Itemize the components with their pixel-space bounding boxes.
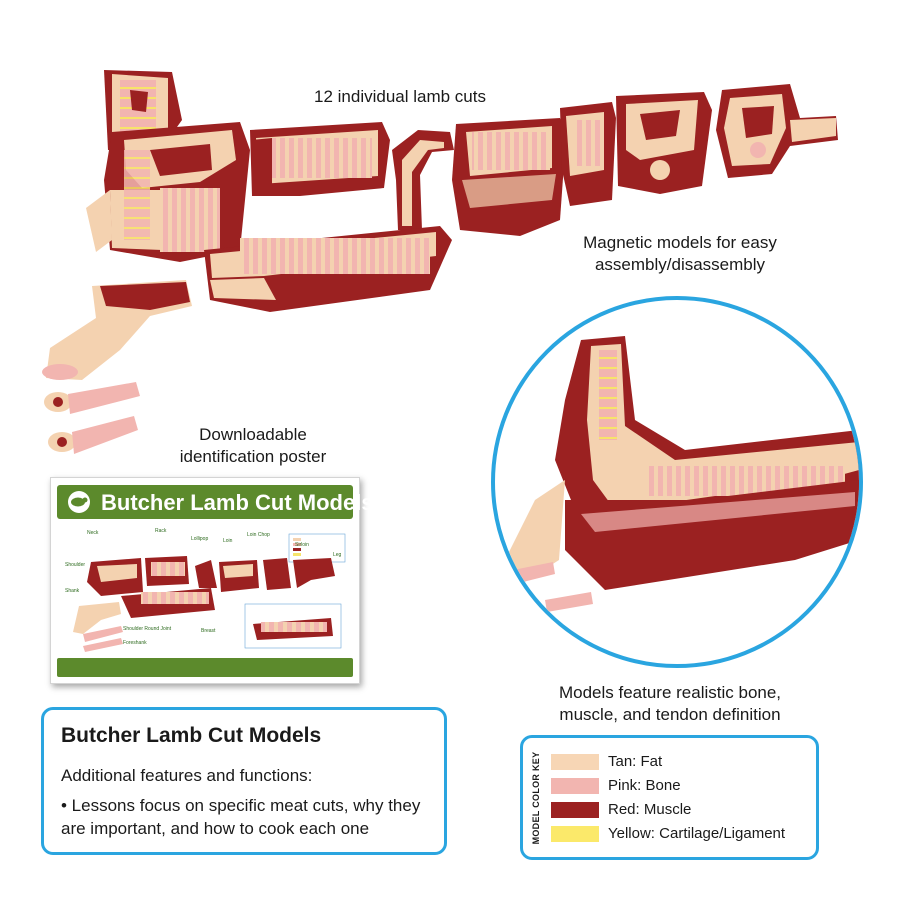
caption-realistic-1: Models feature realistic bone, [558,683,782,702]
sirloin-cut [616,92,712,194]
poster-label-lollipop: Lollipop [191,536,209,542]
poster-illustration [73,533,346,652]
caption-magnetic-1: Magnetic models for easy [583,233,777,252]
caption-poster-1: Downloadable [199,425,307,444]
poster-label-loin-chop: Loin Chop [247,532,270,538]
poster-label-sirloin: Sirloin [295,542,309,548]
legend-item-muscle: Red: Muscle [551,800,691,819]
breast-cut [204,226,452,312]
legend-swatch-fat [551,753,599,770]
features-box: Butcher Lamb Cut Models Additional featu… [41,707,447,855]
poster-label-shoulder: Shoulder [65,562,86,568]
neck-cut [104,70,182,150]
shank-cut [42,280,192,380]
legend-item-cartilage: Yellow: Cartilage/Ligament [551,824,785,843]
poster-label-rack: Rack [155,528,167,534]
caption-poster-2: identification poster [179,447,327,466]
shoulder-flap [86,190,112,252]
legend-item-fat: Tan: Fat [551,752,662,771]
poster-label-leg: Leg [333,552,342,558]
zoom-detail-circle [491,296,863,668]
legend-swatch-cartilage [551,825,599,842]
poster-label-foreshank: Foreshank [123,640,147,646]
features-bullet: • Lessons focus on specific meat cuts, w… [61,796,421,838]
rack-cut [250,122,390,196]
poster-footer [57,658,353,677]
poster-label-shank: Shank [65,588,80,594]
poster-label-neck: Neck [87,530,99,536]
features-subtitle: Additional features and functions: [61,766,313,785]
poster-label-loin: Loin [223,538,233,544]
identification-poster[interactable]: Butcher Lamb Cut Models Neck Rack Lollip… [50,477,374,684]
model-color-key: MODEL COLOR KEY Tan: Fat Pink: Bone Red:… [520,735,819,860]
legend-item-bone: Pink: Bone [551,776,681,795]
caption-cuts: 12 individual lamb cuts [314,87,486,106]
caption-realistic-2: muscle, and tendon definition [559,705,781,724]
shoulder-round-joint [44,382,140,414]
legend-swatch-muscle [551,801,599,818]
loin-cut [452,118,566,236]
poster-label-breast: Breast [201,628,216,634]
caption-magnetic-2: assembly/disassembly [594,255,766,274]
legend-swatch-bone [551,777,599,794]
breast-cut-closeup [495,336,859,612]
foreshank-joint [48,416,138,454]
lollipop-cut [392,130,454,230]
shoulder-cut [104,122,250,262]
leg-cut [716,84,838,178]
color-key-heading: MODEL COLOR KEY [531,751,541,844]
loin-chop-cut [560,102,616,206]
poster-header: Butcher Lamb Cut Models [57,485,374,519]
poster-title: Butcher Lamb Cut Models [101,490,374,515]
lamb-icon [68,491,90,513]
poster-label-shoulder-round-joint: Shoulder Round Joint [123,626,172,632]
lamb-cuts-illustration [42,70,838,454]
features-title: Butcher Lamb Cut Models [61,724,322,747]
